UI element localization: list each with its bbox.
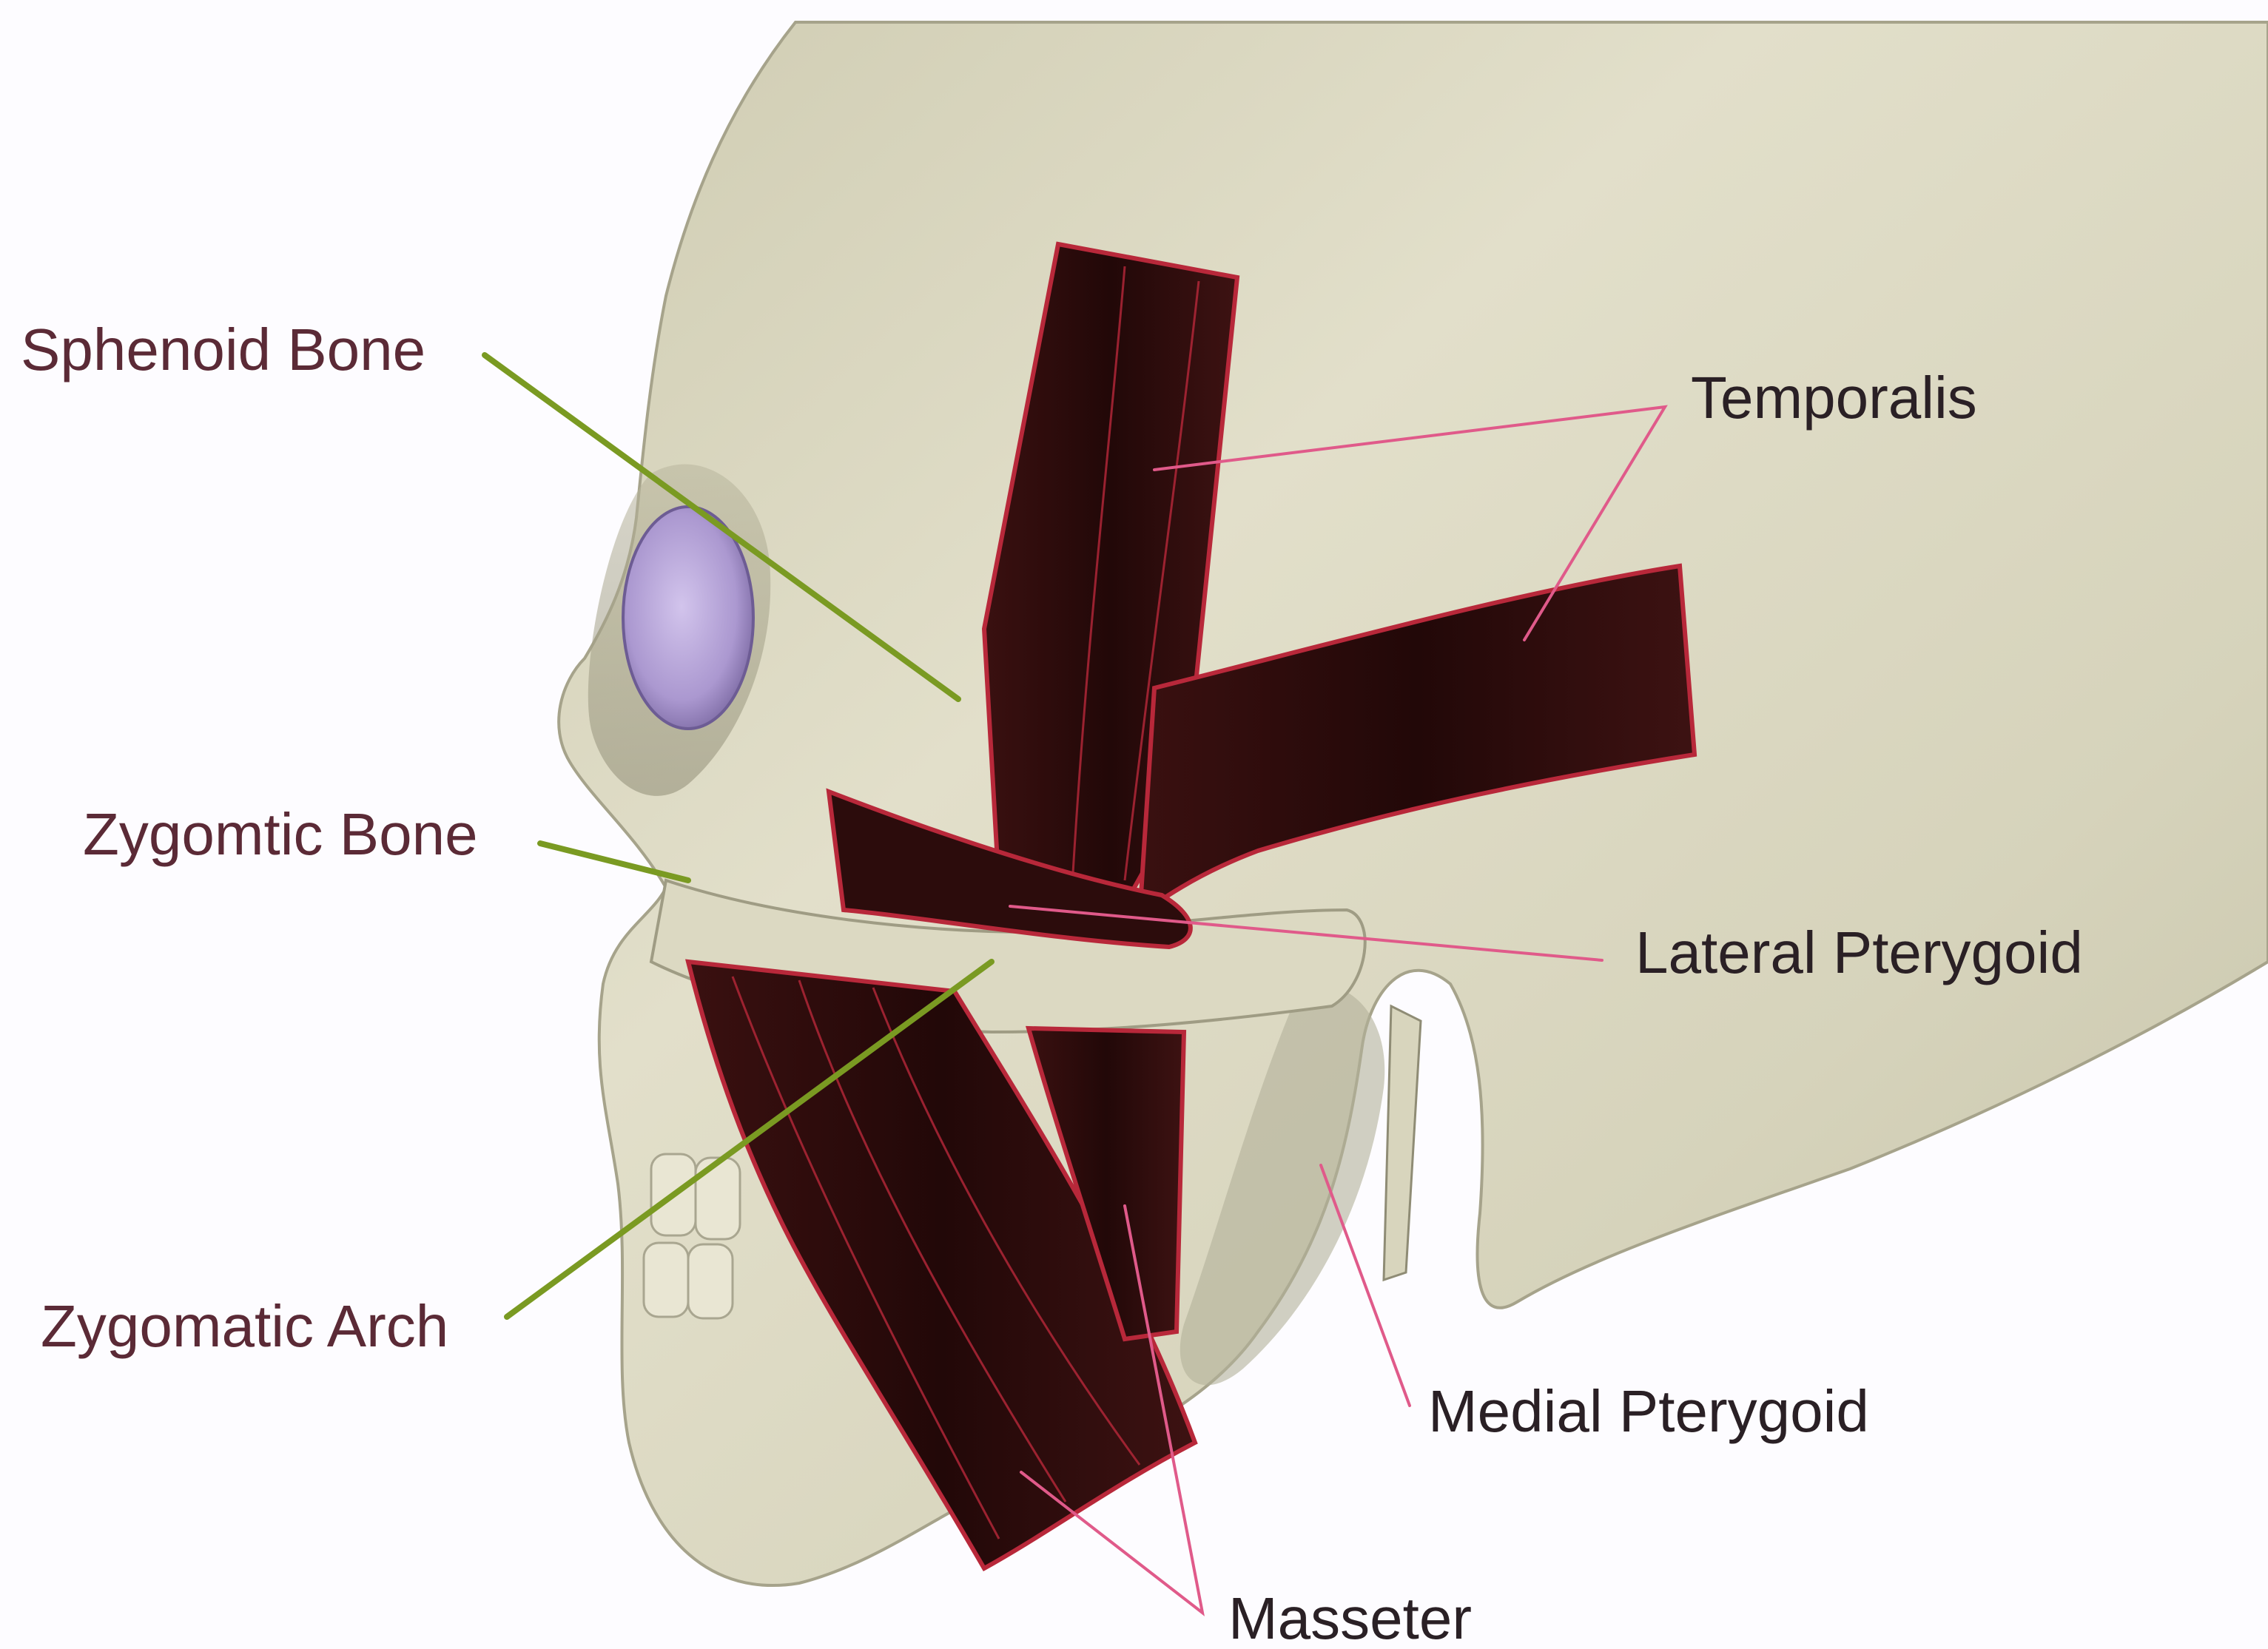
label-sphenoid-bone: Sphenoid Bone xyxy=(21,317,425,382)
tooth xyxy=(644,1243,688,1317)
label-zygomatic-arch: Zygomatic Arch xyxy=(41,1293,448,1359)
eyeball xyxy=(623,507,753,729)
label-masseter: Masseter xyxy=(1228,1585,1472,1649)
tooth xyxy=(688,1244,733,1318)
label-medial-pterygoid: Medial Pterygoid xyxy=(1428,1378,1869,1444)
skull-illustration xyxy=(559,22,2268,1585)
label-zygomatic-bone: Zygomtic Bone xyxy=(83,801,478,867)
label-lateral-pterygoid: Lateral Pterygoid xyxy=(1635,920,2083,985)
label-temporalis: Temporalis xyxy=(1691,365,1977,431)
tooth xyxy=(696,1158,740,1239)
styloid-process xyxy=(1384,1006,1421,1280)
bone-labels: Sphenoid Bone Zygomtic Bone Zygomatic Ar… xyxy=(21,317,478,1359)
